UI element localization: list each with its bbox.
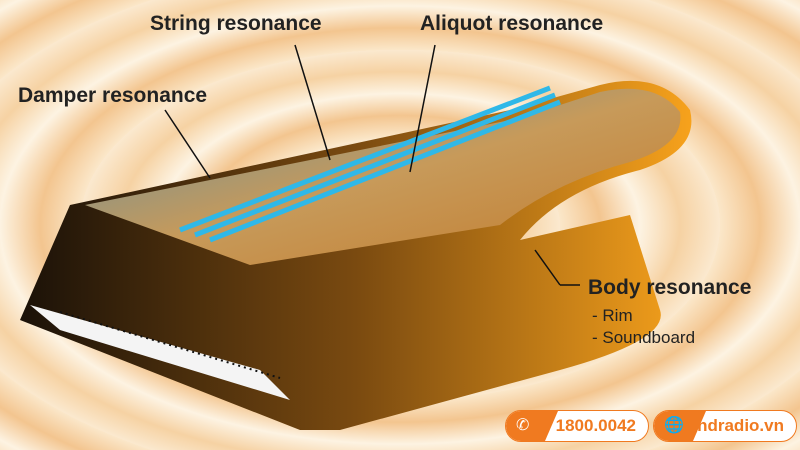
soundboard-label: - Soundboard [592, 328, 696, 347]
website-badge[interactable]: 🌐 hdradio.vn [653, 410, 797, 442]
rim-label: - Rim [592, 306, 633, 325]
phone-number: 1800.0042 [555, 416, 636, 435]
keyboard [30, 305, 290, 400]
strings [179, 85, 561, 243]
aliquot-resonance-label: Aliquot resonance [420, 12, 604, 35]
string-resonance-label: String resonance [150, 12, 322, 35]
body-resonance-label: Body resonance [588, 276, 752, 299]
piano-keys [59, 311, 281, 379]
phone-icon: ✆ [506, 411, 558, 441]
damper-resonance-label: Damper resonance [18, 84, 208, 107]
label-leaders [164, 44, 580, 286]
phone-badge[interactable]: ✆ 1800.0042 [505, 410, 649, 442]
website-url: hdradio.vn [697, 416, 784, 435]
